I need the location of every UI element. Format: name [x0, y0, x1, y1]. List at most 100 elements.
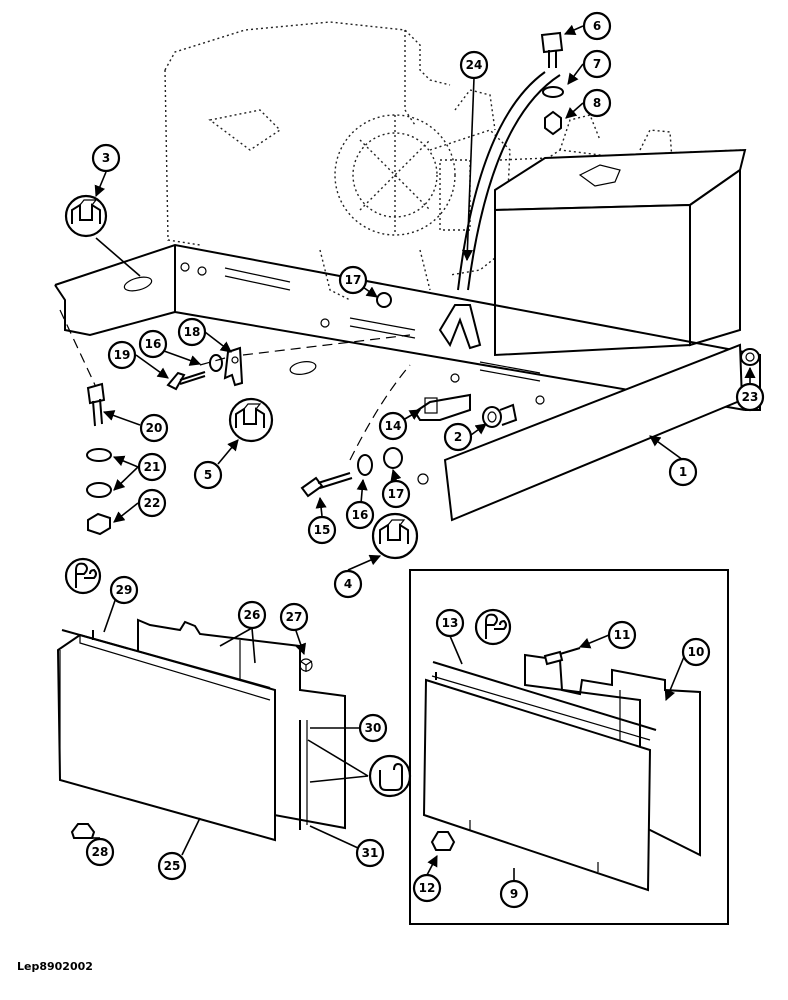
svg-text:29: 29	[116, 583, 133, 597]
callout-4: 4	[333, 569, 363, 599]
callout-25: 25	[157, 851, 187, 881]
lower-bolt	[300, 472, 353, 498]
callout-31: 31	[355, 838, 385, 868]
inset-frame	[409, 569, 729, 925]
svg-text:27: 27	[286, 610, 303, 624]
callout-29: 29	[109, 575, 139, 605]
callout-5: 5	[193, 460, 223, 490]
svg-text:1: 1	[679, 465, 687, 479]
callout-18: 18	[177, 317, 207, 347]
seal-strip	[61, 629, 271, 689]
svg-text:3: 3	[102, 151, 110, 165]
svg-text:18: 18	[184, 325, 201, 339]
callout-6: 6	[582, 11, 612, 41]
svg-text:16: 16	[352, 508, 369, 522]
callout-11: 11	[607, 620, 637, 650]
svg-text:8: 8	[593, 96, 601, 110]
left-bolt	[86, 382, 106, 427]
plug	[70, 823, 96, 839]
callout-8: 8	[582, 88, 612, 118]
lubricate-icon	[368, 754, 412, 798]
svg-text:31: 31	[362, 846, 379, 860]
callout-22: 22	[137, 488, 167, 518]
fastener	[299, 658, 313, 672]
clip-icon	[371, 512, 419, 560]
inset-panel-assembly	[422, 653, 701, 892]
callout-21: 21	[137, 452, 167, 482]
svg-text:17: 17	[345, 273, 362, 287]
svg-text:23: 23	[742, 390, 759, 404]
callout-28: 28	[85, 837, 115, 867]
svg-text:10: 10	[688, 645, 705, 659]
callout-17: 17	[381, 479, 411, 509]
alignment-lines	[59, 309, 411, 461]
top-bolt	[540, 31, 564, 68]
figure-reference: Lep8902002	[17, 960, 93, 973]
hose	[467, 74, 561, 291]
lower-nut	[383, 447, 403, 469]
svg-text:16: 16	[145, 337, 162, 351]
callout-19: 19	[107, 340, 137, 370]
inset-plug	[430, 831, 456, 851]
callout-10: 10	[681, 637, 711, 667]
svg-text:26: 26	[244, 608, 261, 622]
clip-icon	[228, 397, 274, 443]
svg-text:21: 21	[144, 460, 161, 474]
grommet	[482, 403, 518, 428]
callout-30: 30	[358, 713, 388, 743]
pin	[543, 647, 581, 666]
svg-text:9: 9	[510, 887, 518, 901]
svg-text:6: 6	[593, 19, 601, 33]
left-nut	[87, 512, 111, 536]
washer	[209, 354, 223, 372]
callout-17: 17	[338, 265, 368, 295]
callout-13: 13	[435, 608, 465, 638]
o-ring	[417, 473, 429, 485]
svg-text:13: 13	[442, 616, 459, 630]
left-washer-upper	[86, 448, 112, 462]
svg-text:2: 2	[454, 430, 462, 444]
inset-seal-strip	[432, 661, 657, 731]
callout-23: 23	[735, 382, 765, 412]
tank	[494, 148, 747, 357]
svg-text:15: 15	[314, 523, 331, 537]
callout-3: 3	[91, 143, 121, 173]
svg-text:20: 20	[146, 421, 163, 435]
svg-text:11: 11	[614, 628, 631, 642]
left-panel-assembly	[56, 618, 346, 842]
callout-16: 16	[345, 500, 375, 530]
bracket	[413, 393, 471, 421]
callout-26: 26	[237, 600, 267, 630]
svg-text:28: 28	[92, 845, 109, 859]
callout-14: 14	[378, 411, 408, 441]
callout-1: 1	[668, 457, 698, 487]
svg-text:7: 7	[593, 57, 601, 71]
lower-washer	[357, 454, 373, 476]
svg-text:25: 25	[164, 859, 181, 873]
svg-text:14: 14	[385, 419, 402, 433]
svg-text:24: 24	[466, 58, 483, 72]
svg-text:17: 17	[388, 487, 405, 501]
callout-15: 15	[307, 515, 337, 545]
bolt	[166, 371, 206, 391]
svg-text:22: 22	[144, 496, 161, 510]
end-grommet	[740, 348, 760, 366]
callout-16: 16	[138, 329, 168, 359]
clip-bracket	[223, 346, 244, 387]
svg-text:30: 30	[365, 721, 382, 735]
callout-20: 20	[139, 413, 169, 443]
clip-icon	[64, 194, 108, 238]
callout-9: 9	[499, 879, 529, 909]
svg-text:4: 4	[344, 577, 352, 591]
callout-24: 24	[459, 50, 489, 80]
svg-text:19: 19	[114, 348, 131, 362]
callout-2: 2	[443, 422, 473, 452]
svg-text:5: 5	[204, 468, 212, 482]
lubricate-icon	[474, 608, 512, 646]
top-nut	[544, 110, 562, 136]
svg-text:12: 12	[419, 881, 436, 895]
leader-lines	[88, 24, 756, 881]
top-washer	[542, 86, 564, 98]
